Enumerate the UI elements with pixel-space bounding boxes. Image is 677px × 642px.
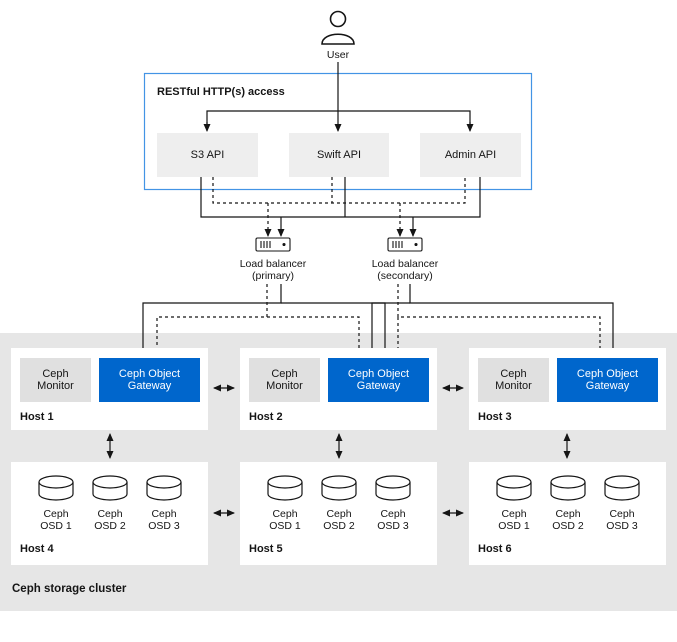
osd-label-line1: Ceph (97, 508, 123, 520)
disk-icon (92, 475, 128, 501)
disk-icon (550, 475, 586, 501)
osd-label-line2: OSD 3 (377, 520, 409, 532)
osd-label-line2: OSD 1 (498, 520, 530, 532)
osd-label-line1: Ceph (272, 508, 298, 520)
load-balancer-primary-icon (255, 237, 291, 252)
osd-label-line2: OSD 1 (40, 520, 72, 532)
load-balancer-primary-name: Load balancer (239, 258, 307, 270)
host-1-gateway-label: Ceph Object Gateway (118, 368, 181, 392)
s3-api-box (157, 133, 258, 177)
disk-icon (38, 475, 74, 501)
load-balancer-secondary-role: (secondary) (377, 270, 433, 282)
osd-label-line1: Ceph (43, 508, 69, 520)
host-2-monitor-box (249, 358, 320, 402)
load-balancer-primary-role: (primary) (252, 270, 294, 282)
user-to-api-lines (203, 62, 474, 132)
osd-label-line2: OSD 2 (552, 520, 584, 532)
host-3-monitor-label: Ceph Monitor (495, 368, 532, 392)
osd-label-line2: OSD 2 (323, 520, 355, 532)
osd-label-line2: OSD 3 (148, 520, 180, 532)
disk-icon (375, 475, 411, 501)
swift-api-box (289, 133, 389, 177)
host-2-gateway-box (328, 358, 429, 402)
lb-to-gateway-solid (139, 284, 617, 356)
host-3-name: Host 3 (478, 411, 512, 423)
cluster-title: Ceph storage cluster (12, 583, 127, 595)
host-6-name: Host 6 (478, 543, 512, 555)
host-1-monitor-label: Ceph Monitor (37, 368, 74, 392)
user-label: User (326, 49, 350, 61)
load-balancer-primary-label: Load balancer (primary) (228, 258, 318, 282)
s3-api-label: S3 API (190, 149, 225, 161)
api-to-lb-solid (200, 177, 481, 237)
load-balancer-secondary-name: Load balancer (371, 258, 439, 270)
host-1-gateway-box (99, 358, 200, 402)
admin-api-box (420, 133, 521, 177)
host-1-name: Host 1 (20, 411, 54, 423)
load-balancer-secondary-icon (387, 237, 423, 252)
restful-access-title: RESTful HTTP(s) access (157, 86, 285, 98)
osd-label-line2: OSD 1 (269, 520, 301, 532)
admin-api-label: Admin API (444, 149, 497, 161)
host-3-gateway-label: Ceph Object Gateway (576, 368, 639, 392)
disk-icon (267, 475, 303, 501)
host-3-monitor-box (478, 358, 549, 402)
disk-icon (496, 475, 532, 501)
host-3-gateway-box (557, 358, 658, 402)
disk-icon (604, 475, 640, 501)
osd-label-line2: OSD 3 (606, 520, 638, 532)
disk-icon (146, 475, 182, 501)
host-link-arrows (106, 384, 571, 517)
host-2-monitor-label: Ceph Monitor (266, 368, 303, 392)
osd-label-line1: Ceph (609, 508, 635, 520)
user-icon (321, 10, 355, 45)
osd-label-line1: Ceph (151, 508, 177, 520)
osd-label-line1: Ceph (501, 508, 527, 520)
api-to-lb-dashed (212, 177, 466, 237)
osd-label-line1: Ceph (380, 508, 406, 520)
swift-api-label: Swift API (316, 149, 362, 161)
host-5-name: Host 5 (249, 543, 283, 555)
load-balancer-secondary-label: Load balancer (secondary) (360, 258, 450, 282)
host-2-name: Host 2 (249, 411, 283, 423)
osd-label-line1: Ceph (326, 508, 352, 520)
osd-label-line1: Ceph (555, 508, 581, 520)
host-4-name: Host 4 (20, 543, 54, 555)
osd-label-line2: OSD 2 (94, 520, 126, 532)
disk-icon (321, 475, 357, 501)
host-2-gateway-label: Ceph Object Gateway (347, 368, 410, 392)
host-1-monitor-box (20, 358, 91, 402)
